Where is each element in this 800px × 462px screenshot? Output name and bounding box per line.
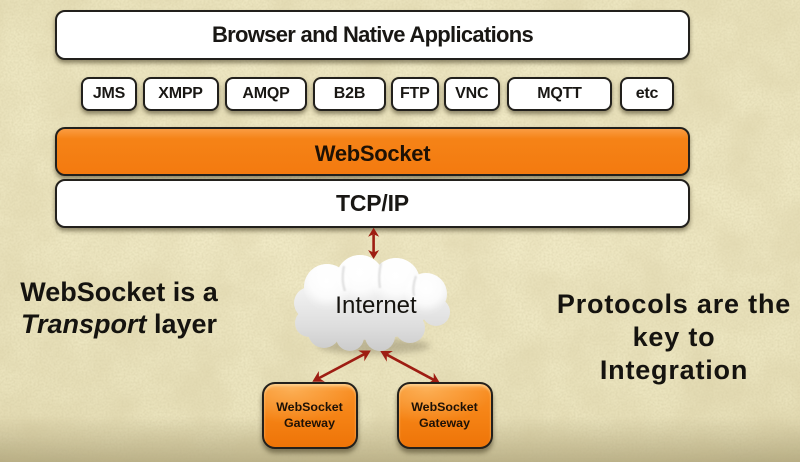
svg-text:Internet: Internet [335, 292, 417, 319]
